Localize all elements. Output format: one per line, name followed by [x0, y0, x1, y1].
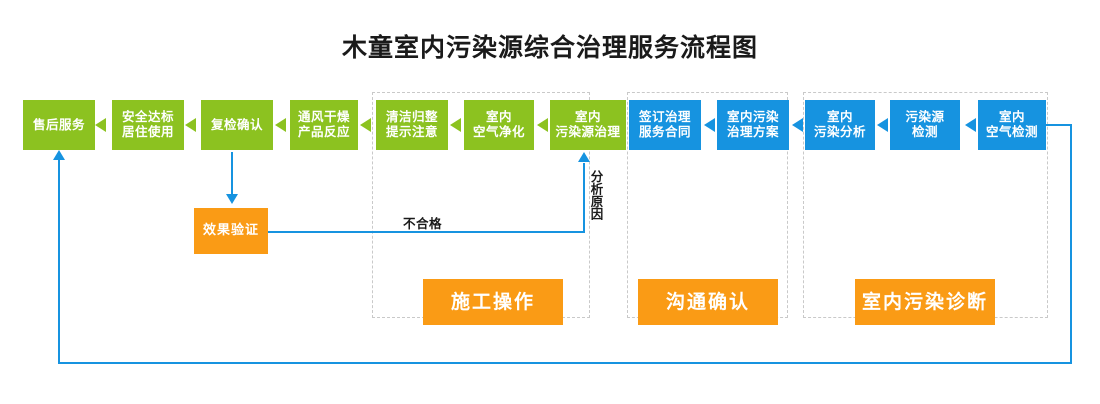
- fail-path-horizontal: [268, 231, 585, 233]
- loop-line-right-vertical: [1070, 124, 1072, 364]
- node-phase-communication[interactable]: 沟通确认: [638, 279, 778, 325]
- recheck-to-verify-arrow-icon: [226, 194, 238, 204]
- node-effect-verification-label: 效果验证: [202, 223, 259, 239]
- node-cleaning-tidy-reminder[interactable]: 清洁归整 提示注意: [376, 100, 448, 150]
- node-indoor-pollution-treatment-plan-label: 室内污染 治理方案: [726, 109, 779, 139]
- node-indoor-pollution-source-treatment-label: 室内 污染源治理: [555, 109, 621, 139]
- node-effect-verification[interactable]: 效果验证: [194, 208, 268, 254]
- loop-line-top-right: [1046, 124, 1072, 126]
- node-phase-diagnosis-label: 室内污染诊断: [861, 290, 988, 313]
- recheck-to-verify-line: [231, 152, 233, 196]
- node-ventilation-drying[interactable]: 通风干燥 产品反应: [290, 100, 358, 150]
- node-sign-treatment-service-contract[interactable]: 签订治理 服务合同: [629, 100, 701, 150]
- node-safe-standard-occupancy-label: 安全达标 居住使用: [121, 109, 174, 139]
- node-phase-diagnosis[interactable]: 室内污染诊断: [855, 279, 995, 325]
- node-indoor-pollution-source-treatment[interactable]: 室内 污染源治理: [550, 100, 626, 150]
- loop-line-left-vertical: [58, 160, 60, 364]
- node-safe-standard-occupancy[interactable]: 安全达标 居住使用: [112, 100, 184, 150]
- node-phase-construction-label: 施工操作: [450, 290, 535, 313]
- arrow-blue-5-icon: [965, 118, 976, 132]
- node-phase-communication-label: 沟通确认: [665, 290, 750, 313]
- node-recheck-confirmation[interactable]: 复检确认: [201, 100, 273, 150]
- node-pollution-source-detection[interactable]: 污染源 检测: [890, 100, 960, 150]
- edge-label-analyze-cause: 分析原因: [588, 170, 604, 220]
- node-ventilation-drying-label: 通风干燥 产品反应: [297, 109, 350, 139]
- node-sign-treatment-service-contract-label: 签订治理 服务合同: [638, 109, 691, 139]
- node-indoor-air-detection-label: 室内 空气检测: [985, 109, 1038, 139]
- node-indoor-pollution-analysis-label: 室内 污染分析: [813, 109, 866, 139]
- arrow-blue-4-icon: [877, 118, 888, 132]
- page-title: 木童室内污染源综合治理服务流程图: [341, 33, 758, 62]
- node-indoor-air-purification-label: 室内 空气净化: [472, 109, 525, 139]
- arrow-blue-3-icon: [792, 118, 803, 132]
- node-indoor-pollution-analysis[interactable]: 室内 污染分析: [805, 100, 875, 150]
- arrow-green-6-icon: [537, 118, 548, 132]
- node-after-sales-service-label: 售后服务: [32, 116, 85, 132]
- arrow-green-3-icon: [275, 118, 286, 132]
- node-cleaning-tidy-reminder-label: 清洁归整 提示注意: [385, 109, 438, 139]
- node-indoor-air-purification[interactable]: 室内 空气净化: [464, 100, 534, 150]
- node-indoor-pollution-treatment-plan[interactable]: 室内污染 治理方案: [717, 100, 789, 150]
- fail-path-vertical: [583, 163, 585, 233]
- fail-path-arrow-icon: [578, 152, 590, 162]
- arrow-green-1-icon: [95, 118, 106, 132]
- loop-arrow-into-after-sales-icon: [53, 150, 65, 160]
- node-recheck-confirmation-label: 复检确认: [210, 116, 263, 132]
- node-after-sales-service[interactable]: 售后服务: [23, 100, 95, 150]
- node-phase-construction[interactable]: 施工操作: [423, 279, 563, 325]
- arrow-green-4-icon: [360, 118, 371, 132]
- arrow-green-5-icon: [450, 118, 461, 132]
- loop-line-bottom: [58, 362, 1072, 364]
- node-indoor-air-detection[interactable]: 室内 空气检测: [978, 100, 1046, 150]
- arrow-green-2-icon: [185, 118, 196, 132]
- arrow-blue-2-icon: [704, 118, 715, 132]
- node-pollution-source-detection-label: 污染源 检测: [905, 109, 945, 139]
- edge-label-fail: 不合格: [403, 216, 443, 231]
